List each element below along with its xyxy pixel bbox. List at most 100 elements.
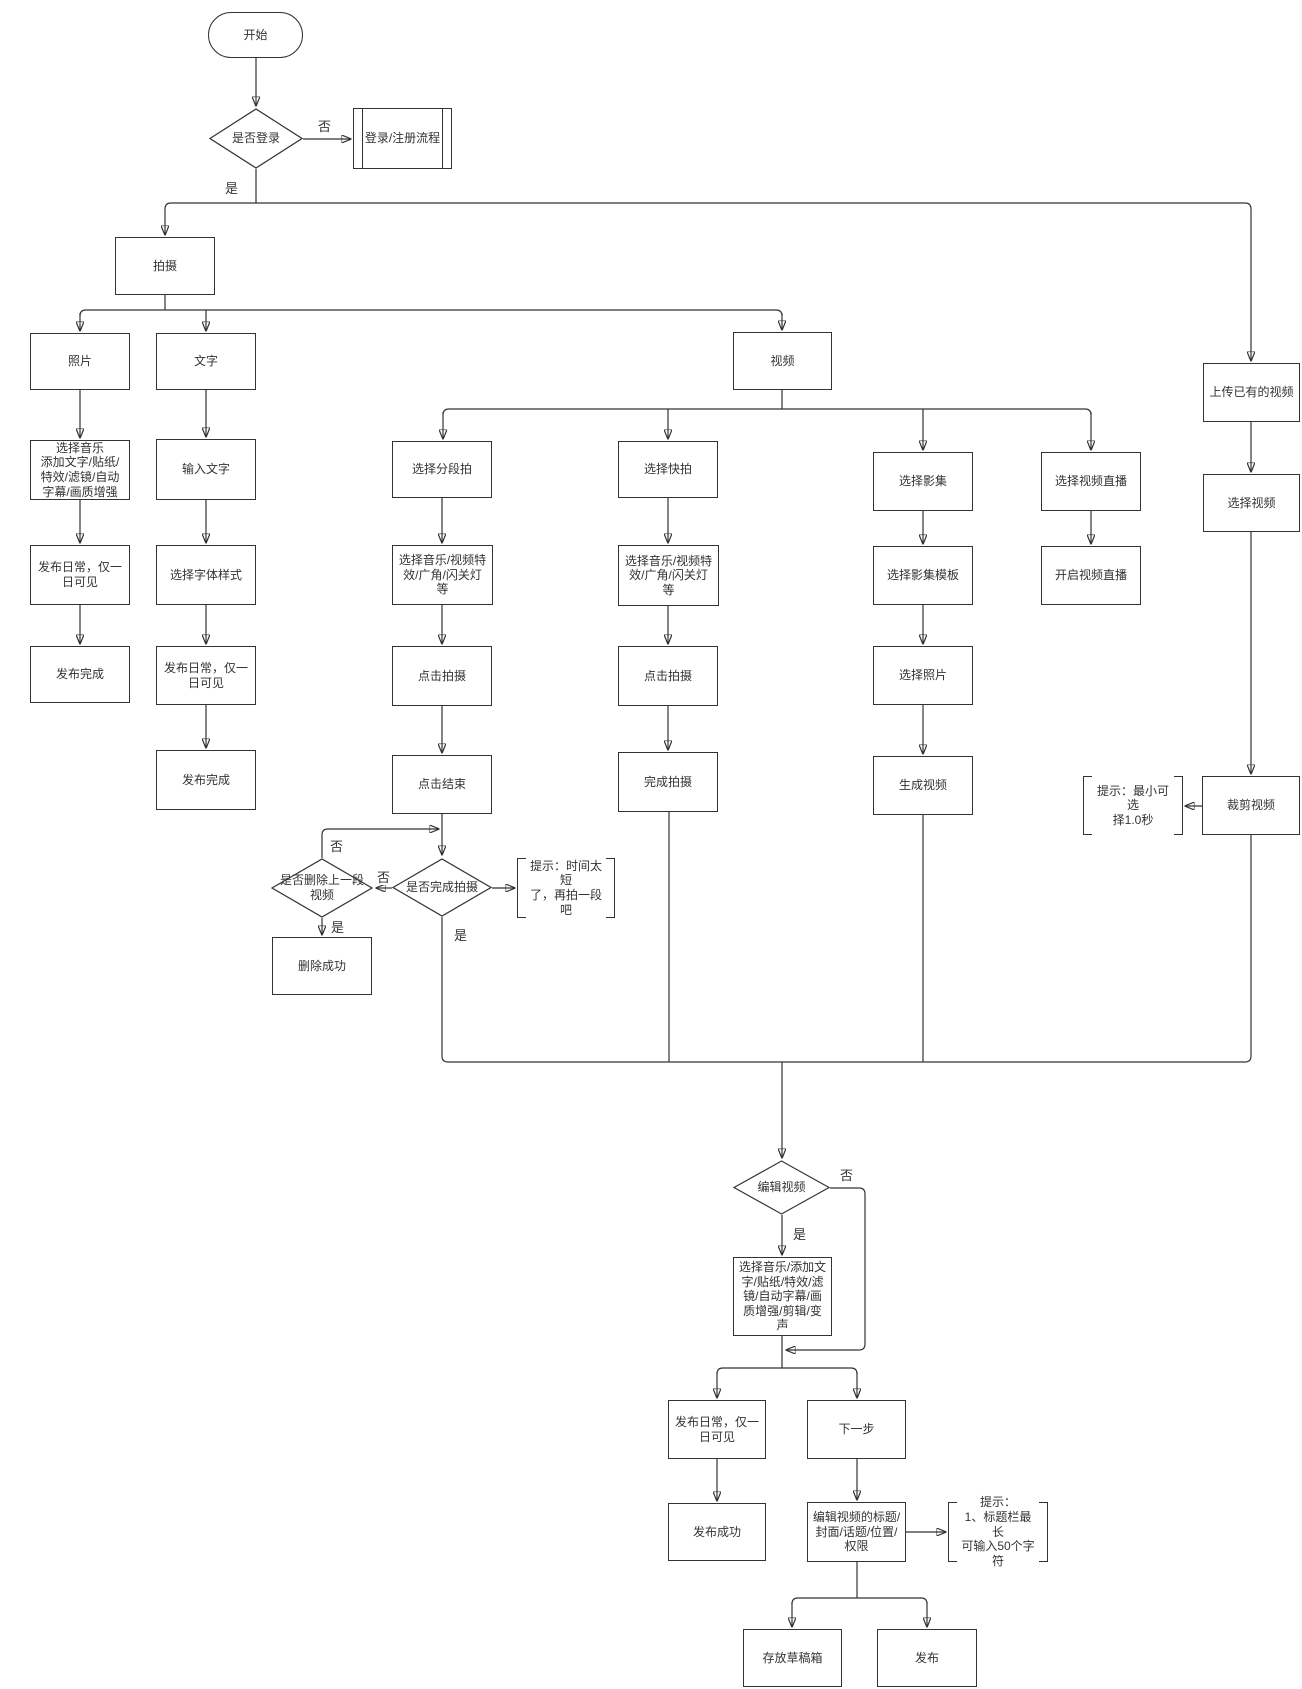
- decision-finish-shoot-label: 是否完成拍摄: [405, 880, 478, 895]
- decision-edit-video: 编辑视频: [733, 1160, 830, 1215]
- note-crop-min: 提示：最小可选 择1.0秒: [1083, 776, 1183, 835]
- label-yes-login: 是: [224, 181, 240, 196]
- node-video-label: 视频: [770, 353, 795, 368]
- node-seg-music: 选择音乐/视频特 效/广角/闪关灯 等: [392, 545, 493, 605]
- label-yes-finish: 是: [453, 928, 469, 943]
- node-start: 开始: [208, 12, 303, 58]
- node-shoot-label: 拍摄: [152, 258, 177, 273]
- node-photo-music: 选择音乐 添加文字/贴纸/ 特效/滤镜/自动 字幕/画质增强: [30, 440, 130, 500]
- note-title-limit-text: 提示： 1、标题栏最长 可输入50个字符: [961, 1495, 1035, 1568]
- node-text-font-label: 选择字体样式: [169, 567, 242, 582]
- node-text-done-label: 发布完成: [181, 772, 230, 787]
- node-next-step: 下一步: [807, 1400, 906, 1459]
- node-text-daily-label: 发布日常，仅一 日可见: [163, 660, 248, 690]
- node-video: 视频: [733, 332, 832, 390]
- node-album-template-label: 选择影集模板: [886, 568, 959, 583]
- node-seg-music-label: 选择音乐/视频特 效/广角/闪关灯 等: [398, 553, 487, 597]
- node-publish-success-label: 发布成功: [692, 1524, 741, 1539]
- node-daily-publish-label: 发布日常，仅一 日可见: [674, 1414, 759, 1444]
- node-login-flow: 登录/注册流程: [353, 108, 452, 169]
- node-edit-tools-label: 选择音乐/添加文 字/贴纸/特效/滤 镜/自动字幕/画 质增强/剪辑/变 声: [738, 1259, 827, 1333]
- connector-group: [80, 58, 1251, 1627]
- node-seg-end-label: 点击结束: [417, 777, 466, 792]
- node-live-start-label: 开启视频直播: [1054, 568, 1127, 583]
- node-album-photo: 选择照片: [873, 646, 973, 705]
- node-seg-shoot-label: 点击拍摄: [417, 668, 466, 683]
- node-text: 文字: [156, 333, 256, 390]
- decision-edit-video-label: 编辑视频: [757, 1180, 806, 1195]
- node-publish: 发布: [877, 1629, 977, 1687]
- node-live-start: 开启视频直播: [1041, 546, 1141, 605]
- node-quick-done: 完成拍摄: [618, 752, 718, 812]
- node-crop-video-label: 裁剪视频: [1226, 798, 1275, 813]
- node-edit-tools: 选择音乐/添加文 字/贴纸/特效/滤 镜/自动字幕/画 质增强/剪辑/变 声: [733, 1257, 832, 1336]
- node-quick-shoot-label: 点击拍摄: [643, 668, 692, 683]
- node-seg-select-label: 选择分段拍: [411, 462, 472, 477]
- decision-delete-previous: 是否删除上一段 视频: [271, 858, 373, 918]
- note-title-limit: 提示： 1、标题栏最长 可输入50个字符: [948, 1495, 1048, 1568]
- node-photo-done: 发布完成: [30, 646, 130, 703]
- node-quick-music-label: 选择音乐/视频特 效/广角/闪关灯 等: [624, 553, 713, 597]
- node-upload-pick-label: 选择视频: [1227, 495, 1276, 510]
- node-album-generate: 生成视频: [873, 756, 973, 815]
- node-publish-success: 发布成功: [668, 1503, 766, 1561]
- node-draft-box: 存放草稿箱: [743, 1629, 842, 1687]
- node-shoot: 拍摄: [115, 237, 215, 295]
- node-delete-done-label: 删除成功: [297, 958, 346, 973]
- node-photo-daily-label: 发布日常，仅一 日可见: [37, 560, 122, 589]
- node-photo-done-label: 发布完成: [55, 667, 104, 682]
- diamond-shape: [271, 858, 373, 918]
- node-login-flow-label: 登录/注册流程: [364, 131, 441, 146]
- node-seg-select: 选择分段拍: [392, 441, 492, 498]
- label-no-login: 否: [317, 119, 333, 134]
- note-too-short-text: 提示：时间太短 了，再拍一段吧: [529, 858, 602, 917]
- decision-delete-previous-label: 是否删除上一段 视频: [279, 873, 364, 902]
- label-no-finish: 否: [376, 870, 392, 885]
- node-quick-shoot: 点击拍摄: [618, 646, 718, 706]
- node-photo: 照片: [30, 333, 130, 390]
- label-no-delete-loop: 否: [329, 839, 345, 854]
- node-live-select-label: 选择视频直播: [1054, 474, 1127, 489]
- node-quick-select: 选择快拍: [618, 441, 718, 498]
- decision-login-label: 是否登录: [231, 131, 280, 146]
- node-quick-done-label: 完成拍摄: [643, 774, 692, 789]
- node-photo-daily: 发布日常，仅一 日可见: [30, 545, 130, 605]
- node-daily-publish: 发布日常，仅一 日可见: [668, 1400, 766, 1459]
- label-no-edit: 否: [839, 1168, 855, 1183]
- node-edit-meta-label: 编辑视频的标题/ 封面/话题/位置/ 权限: [812, 1510, 901, 1554]
- node-seg-end: 点击结束: [392, 755, 492, 814]
- node-photo-music-label: 选择音乐 添加文字/贴纸/ 特效/滤镜/自动 字幕/画质增强: [40, 440, 120, 499]
- label-yes-edit: 是: [792, 1227, 808, 1242]
- node-text-input: 输入文字: [156, 439, 256, 500]
- node-album-select: 选择影集: [873, 452, 973, 511]
- node-text-done: 发布完成: [156, 750, 256, 810]
- decision-login: 是否登录: [209, 108, 303, 169]
- node-album-select-label: 选择影集: [898, 474, 947, 489]
- node-delete-done: 删除成功: [272, 937, 372, 995]
- node-photo-label: 照片: [67, 354, 92, 369]
- node-album-generate-label: 生成视频: [898, 778, 947, 793]
- note-crop-min-text: 提示：最小可选 择1.0秒: [1096, 783, 1169, 827]
- node-quick-select-label: 选择快拍: [643, 462, 692, 477]
- node-text-input-label: 输入文字: [181, 462, 230, 477]
- node-album-photo-label: 选择照片: [898, 668, 947, 683]
- diamond-shape: [392, 858, 492, 917]
- decision-finish-shoot: 是否完成拍摄: [392, 858, 492, 917]
- label-yes-delete: 是: [330, 920, 346, 935]
- node-draft-box-label: 存放草稿箱: [762, 1650, 823, 1665]
- node-text-daily: 发布日常，仅一 日可见: [156, 646, 256, 705]
- node-publish-label: 发布: [914, 1650, 939, 1665]
- node-album-template: 选择影集模板: [873, 546, 973, 605]
- node-upload-existing-label: 上传已有的视频: [1209, 385, 1294, 400]
- node-live-select: 选择视频直播: [1041, 452, 1141, 511]
- node-seg-shoot: 点击拍摄: [392, 646, 492, 706]
- node-upload-existing: 上传已有的视频: [1203, 363, 1300, 422]
- note-too-short: 提示：时间太短 了，再拍一段吧: [517, 858, 615, 918]
- node-crop-video: 裁剪视频: [1202, 776, 1300, 835]
- node-quick-music: 选择音乐/视频特 效/广角/闪关灯 等: [618, 545, 719, 606]
- node-start-label: 开始: [243, 27, 268, 42]
- node-text-label: 文字: [193, 354, 218, 369]
- diamond-shape: [733, 1160, 830, 1215]
